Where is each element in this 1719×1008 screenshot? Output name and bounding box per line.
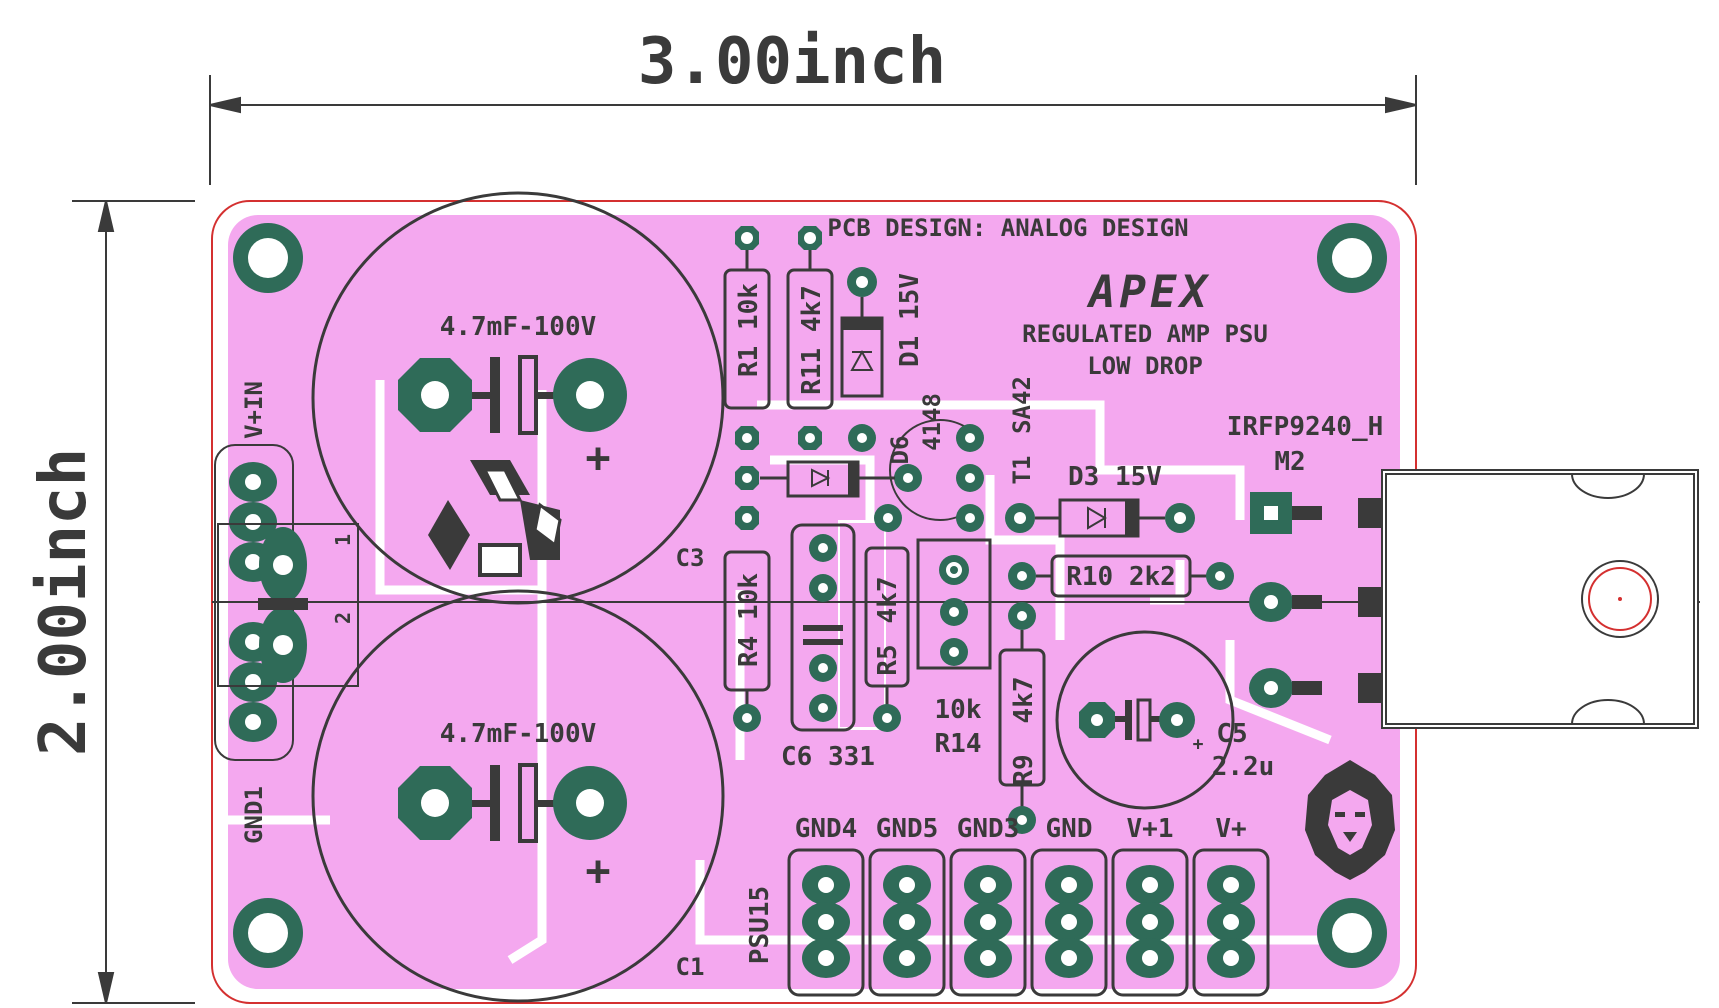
title-line1: REGULATED AMP PSU [1022, 320, 1268, 348]
vin-label: V+IN [240, 381, 268, 439]
c5-plus: + [1193, 734, 1204, 755]
r9-label: R9 [1009, 754, 1039, 785]
design-credit: PCB DESIGN: ANALOG DESIGN [827, 214, 1188, 242]
diode-d3 [1035, 498, 1195, 538]
d6-value: 4148 [918, 393, 946, 451]
resistor-r1 [723, 226, 771, 410]
capacitor-top-symbol [398, 355, 627, 435]
d1-value: 15V [895, 273, 925, 320]
svg-text:R11 4k7: R11 4k7 [797, 285, 827, 395]
resistor-r4 [723, 550, 771, 732]
connector-outline [1111, 848, 1189, 997]
connector-outline [868, 848, 946, 997]
apex-logo: APEX [1086, 267, 1211, 318]
r5-value: 4k7 [873, 577, 903, 624]
r11-value: 4k7 [797, 285, 827, 332]
width-dimension [209, 75, 1417, 185]
r4-value: 10k [734, 573, 764, 620]
connector-4: V+1 [1111, 814, 1189, 997]
mounting-hole-top-right [1317, 223, 1387, 293]
capacitor-c6 [790, 523, 856, 732]
c5-label: C5 [1216, 719, 1247, 749]
r1-label: R1 [734, 346, 764, 377]
recycle-icon [428, 460, 562, 577]
c1-label: C1 [676, 953, 705, 981]
output-connectors: GND4 GND5 GND3 GND V+1 V+ [787, 814, 1270, 997]
mosfet-part: IRFP9240_H [1227, 412, 1384, 442]
diode-d1 [840, 267, 884, 398]
height-label: 2.00inch [27, 448, 101, 756]
pads-left-column [735, 424, 922, 532]
r11-label: R11 [797, 348, 827, 395]
m2-label: M2 [1274, 447, 1305, 477]
connector-label: V+ [1215, 814, 1246, 844]
connector-3: GND [1030, 814, 1108, 997]
pin2-label: 2 [331, 612, 355, 624]
capacitor-bottom-symbol [398, 763, 627, 843]
connector-outline [1192, 848, 1270, 997]
connector-outline [1030, 848, 1108, 997]
r14-value: 10k [935, 695, 982, 725]
r10-label: R10 2k2 [1066, 562, 1176, 592]
r14-label: R14 [935, 729, 982, 759]
d1-label: D1 [895, 336, 925, 367]
height-dimension [72, 200, 195, 1004]
svg-text:D1 15V: D1 15V [895, 273, 925, 367]
terminal-pads [258, 527, 308, 683]
transistor-t1 [889, 419, 1035, 533]
connector-label: GND3 [957, 814, 1020, 844]
title-line2: LOW DROP [1087, 352, 1203, 380]
resistor-r9 [998, 602, 1046, 834]
resistor-r5 [864, 546, 910, 732]
capacitor-c5 [1055, 630, 1235, 810]
r9-value: 4k7 [1009, 677, 1039, 724]
connector-label: GND5 [876, 814, 939, 844]
cap-bottom-plus: + [585, 846, 610, 895]
width-label: 3.00inch [638, 25, 946, 99]
c3-label: C3 [676, 544, 705, 572]
terminal-block-outline [217, 523, 359, 687]
gnd1-label: GND1 [240, 786, 268, 844]
connector-label: V+1 [1127, 814, 1174, 844]
connector-2: GND3 [949, 814, 1027, 997]
pin1-label: 1 [331, 534, 355, 546]
lion-logo [1305, 760, 1395, 880]
svg-text:R4 10k: R4 10k [734, 573, 764, 667]
trimmer-r14 [916, 538, 992, 670]
c6-label: C6 331 [781, 742, 875, 772]
connector-5: V+ [1192, 814, 1270, 997]
t1-label: T1 [1008, 456, 1036, 485]
mounting-hole-bottom-right [1317, 898, 1387, 968]
mounting-hole-bottom-left [233, 898, 303, 968]
cap-top-value: 4.7mF-100V [440, 312, 597, 342]
resistor-r10 [1008, 554, 1234, 598]
r5-label: R5 [873, 644, 903, 675]
capacitor-bottom-outline [311, 589, 725, 1003]
svg-text:R1 10k: R1 10k [734, 283, 764, 377]
c5-value: 2.2u [1212, 752, 1275, 782]
connector-outline [787, 848, 865, 997]
resistor-r11 [786, 226, 834, 410]
r4-label: R4 [734, 636, 764, 667]
cap-top-plus: + [585, 433, 610, 482]
connector-label: GND [1046, 814, 1093, 844]
connector-label: GND4 [795, 814, 858, 844]
trace-clearances [220, 380, 1332, 964]
mounting-hole-top-left [233, 223, 303, 293]
diode-d6 [760, 460, 895, 498]
connector-0: GND4 [787, 814, 865, 997]
mosfet-m2 [1249, 469, 1699, 729]
d3-label: D3 15V [1068, 462, 1162, 492]
t1-value: SA42 [1008, 376, 1036, 434]
cap-bottom-value: 4.7mF-100V [440, 719, 597, 749]
connector-1: GND5 [868, 814, 946, 997]
psu15-label: PSU15 [745, 886, 775, 964]
r1-value: 10k [734, 283, 764, 330]
connector-outline [949, 848, 1027, 997]
